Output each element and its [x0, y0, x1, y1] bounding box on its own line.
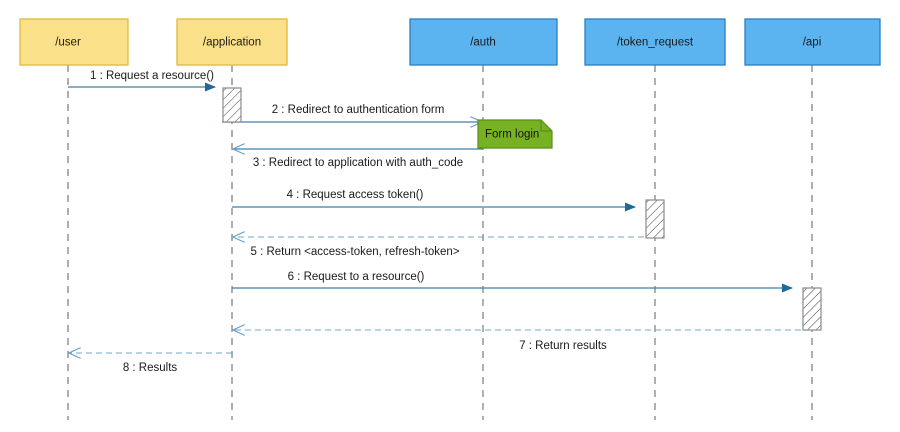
- message-1[interactable]: 1 : Request a resource(): [68, 70, 216, 92]
- message-5[interactable]: 5 : Return <access-token, refresh-token>: [233, 237, 664, 258]
- lifeline-token_request[interactable]: /token_request: [584, 18, 726, 420]
- lifeline-label-token_request: /token_request: [617, 37, 694, 49]
- lifeline-box-auth[interactable]: [409, 18, 558, 66]
- lifeline-label-auth: /auth: [470, 37, 496, 49]
- message-8[interactable]: 8 : Results: [69, 353, 232, 374]
- message-label-1: 1 : Request a resource(): [90, 70, 214, 82]
- lifeline-label-user: /user: [55, 37, 81, 49]
- message-7[interactable]: 7 : Return results: [233, 330, 821, 352]
- lifeline-box-token_request[interactable]: [584, 18, 726, 66]
- message-6[interactable]: 6 : Request to a resource(): [232, 271, 793, 293]
- message-label-6: 6 : Request to a resource(): [288, 271, 425, 283]
- activation-bar-api[interactable]: [802, 287, 822, 331]
- lifeline-api[interactable]: /api: [744, 18, 881, 420]
- message-4[interactable]: 4 : Request access token(): [232, 189, 636, 212]
- activation-bar-token_request[interactable]: [645, 199, 665, 239]
- note-fold-form-login: [540, 120, 552, 132]
- lifeline-label-application: /application: [203, 37, 261, 49]
- message-label-2: 2 : Redirect to authentication form: [272, 104, 445, 116]
- message-3[interactable]: 3 : Redirect to application with auth_co…: [233, 149, 483, 169]
- activation-bar-application[interactable]: [222, 87, 242, 123]
- lifeline-box-application[interactable]: [176, 18, 288, 66]
- note-form-login[interactable]: Form login: [477, 119, 553, 149]
- message-label-3: 3 : Redirect to application with auth_co…: [253, 157, 463, 169]
- messages-group: 1 : Request a resource() 2 : Redirect to …: [68, 70, 821, 374]
- lifeline-auth[interactable]: /auth: [409, 18, 558, 420]
- note-body-form-login: [477, 119, 553, 149]
- lifeline-box-api[interactable]: [744, 18, 881, 66]
- message-label-5: 5 : Return <access-token, refresh-token>: [250, 246, 459, 258]
- activations-group: [222, 87, 822, 331]
- message-label-7: 7 : Return results: [519, 340, 607, 352]
- note-label-form-login: Form login: [485, 129, 539, 141]
- lifeline-label-api: /api: [803, 37, 822, 49]
- message-label-8: 8 : Results: [123, 362, 178, 374]
- lifeline-user[interactable]: /user: [19, 18, 129, 420]
- message-label-4: 4 : Request access token(): [287, 189, 424, 201]
- notes-group: Form login: [477, 119, 553, 149]
- message-2[interactable]: 2 : Redirect to authentication form: [222, 104, 482, 122]
- lifeline-application[interactable]: /application: [176, 18, 288, 420]
- lifeline-box-user[interactable]: [19, 18, 129, 66]
- lifelines-group: /user/application/auth/token_request/api: [19, 18, 881, 420]
